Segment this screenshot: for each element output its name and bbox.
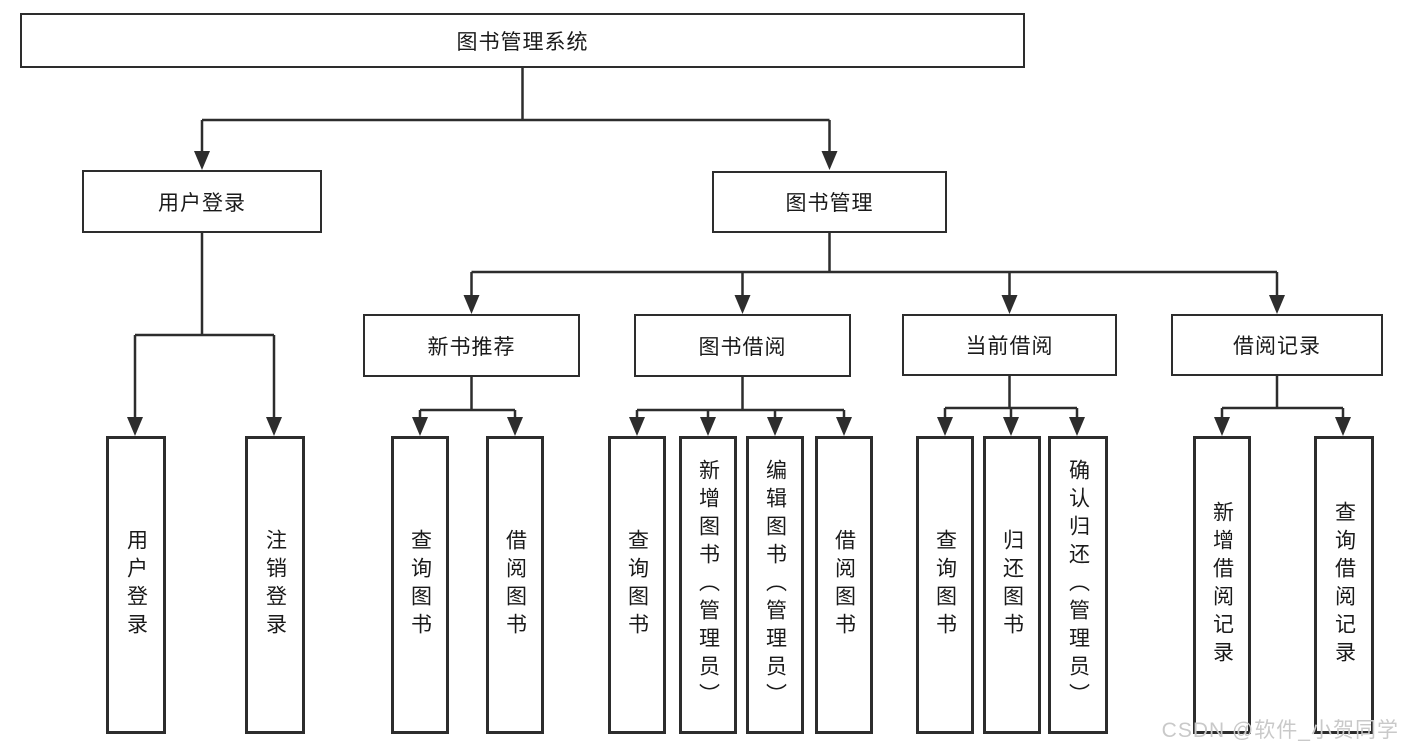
node-borrow-record-label: 借阅记录 — [1233, 335, 1321, 358]
arrow-to-leaf-query-3 — [937, 417, 953, 436]
arrow-to-new-book — [463, 295, 480, 314]
leaf-user-login-label: 用户登录 — [124, 529, 148, 641]
arrowheads — [127, 151, 1351, 436]
leaf-add-borrow-record-label: 新增借阅记录 — [1210, 501, 1234, 669]
connector-borrow-record — [1220, 376, 1345, 420]
arrow-to-book-mgmt — [821, 151, 838, 170]
leaf-borrow-books-2: 借阅图书 — [815, 436, 873, 734]
csdn-watermark: CSDN @软件_小贺同学 — [1161, 719, 1399, 742]
arrow-to-book-borrow — [734, 295, 751, 314]
arrow-to-leaf-borrow-2 — [836, 417, 852, 436]
arrow-to-leaf-confirm-return — [1069, 417, 1085, 436]
arrow-to-user-login — [194, 151, 210, 170]
node-current-borrow: 当前借阅 — [902, 314, 1117, 376]
node-user-login-label: 用户登录 — [158, 191, 246, 215]
leaf-query-borrow-record: 查询借阅记录 — [1314, 436, 1374, 734]
node-book-borrow-label: 图书借阅 — [698, 335, 787, 359]
leaf-return-book-label: 归还图书 — [1000, 529, 1024, 641]
leaf-add-borrow-record: 新增借阅记录 — [1193, 436, 1251, 734]
leaf-confirm-return-admin-label: 确认归还（管理员） — [1066, 459, 1090, 711]
leaf-query-borrow-record-label: 查询借阅记录 — [1332, 501, 1356, 669]
node-borrow-record: 借阅记录 — [1171, 314, 1383, 376]
leaf-borrow-books-1-label: 借阅图书 — [503, 529, 527, 641]
connector-new-book — [418, 377, 517, 420]
arrow-to-leaf-add-record — [1214, 417, 1230, 436]
leaf-query-books-1: 查询图书 — [391, 436, 449, 734]
leaf-borrow-books-2-label: 借阅图书 — [832, 529, 856, 641]
node-user-login: 用户登录 — [82, 170, 322, 233]
node-current-borrow-label: 当前借阅 — [965, 335, 1054, 358]
leaf-edit-book-admin-label: 编辑图书（管理员） — [763, 459, 787, 711]
arrow-to-leaf-user-login — [127, 417, 143, 436]
leaf-query-books-2: 查询图书 — [608, 436, 666, 734]
node-book-management: 图书管理 — [712, 171, 947, 233]
leaf-query-books-3: 查询图书 — [916, 436, 974, 734]
connector-current-borrow — [943, 376, 1079, 420]
arrow-to-current-borrow — [1001, 295, 1018, 314]
arrow-to-leaf-return — [1003, 417, 1019, 436]
node-book-management-label: 图书管理 — [785, 192, 874, 215]
connector-user-login — [133, 233, 276, 419]
leaf-return-book: 归还图书 — [983, 436, 1041, 734]
node-book-borrow: 图书借阅 — [634, 314, 851, 377]
leaf-query-books-1-label: 查询图书 — [408, 529, 432, 641]
node-new-book-recommend-label: 新书推荐 — [427, 335, 516, 359]
leaf-logout: 注销登录 — [245, 436, 305, 734]
arrow-to-leaf-add-book — [700, 417, 716, 436]
arrow-to-borrow-record — [1269, 295, 1285, 314]
leaf-query-books-3-label: 查询图书 — [933, 529, 957, 641]
leaf-confirm-return-admin: 确认归还（管理员） — [1048, 436, 1108, 734]
arrow-to-leaf-borrow-1 — [507, 417, 523, 436]
arrow-to-leaf-query-2 — [629, 417, 645, 436]
arrow-to-leaf-query-record — [1335, 417, 1351, 436]
connector-book-borrow — [635, 377, 846, 420]
leaf-borrow-books-1: 借阅图书 — [486, 436, 544, 734]
arrow-to-leaf-logout — [266, 417, 282, 436]
node-new-book-recommend: 新书推荐 — [363, 314, 580, 377]
leaf-edit-book-admin: 编辑图书（管理员） — [746, 436, 804, 734]
node-root-system: 图书管理系统 — [20, 13, 1025, 68]
connector-root — [200, 68, 831, 153]
leaf-logout-label: 注销登录 — [263, 529, 287, 641]
leaf-add-book-admin: 新增图书（管理员） — [679, 436, 737, 734]
arrow-to-leaf-edit-book — [767, 417, 783, 436]
leaf-user-login: 用户登录 — [106, 436, 166, 734]
leaf-query-books-2-label: 查询图书 — [625, 529, 649, 641]
node-root-label: 图书管理系统 — [456, 30, 589, 54]
arrow-to-leaf-query-1 — [412, 417, 428, 436]
connector-book-mgmt — [470, 233, 1279, 297]
leaf-add-book-admin-label: 新增图书（管理员） — [696, 459, 720, 711]
